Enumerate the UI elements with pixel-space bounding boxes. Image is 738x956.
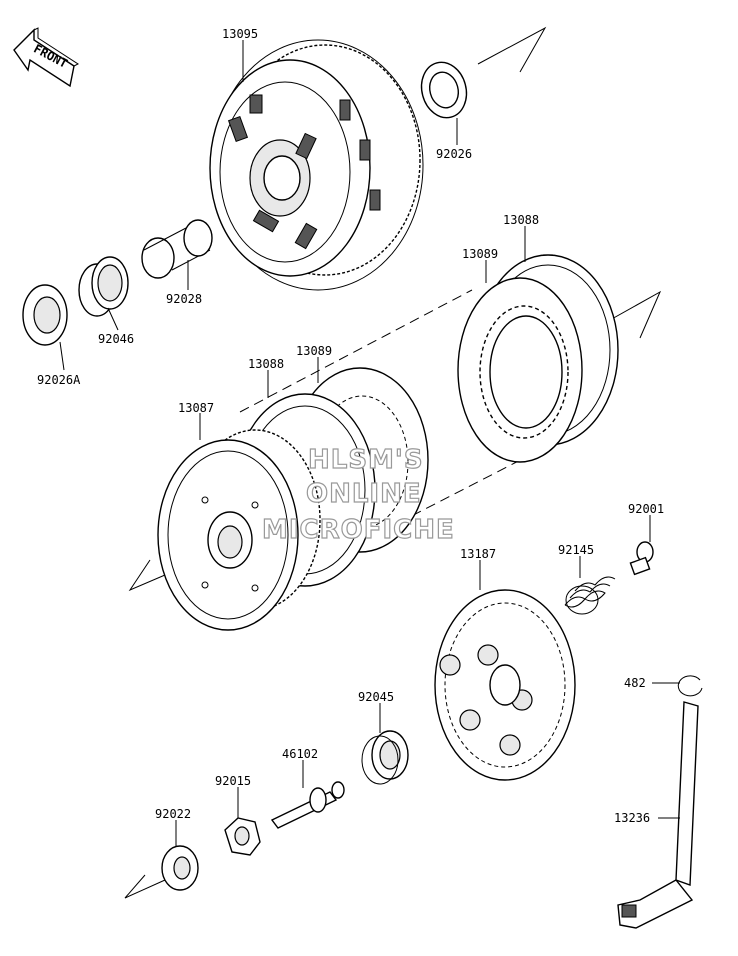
watermark: HLSM'S ONLINE MICROFICHE [261,444,455,545]
leader-lines [59,40,680,847]
part-label: 13187 [460,547,496,561]
push-rod-46102 [270,781,345,829]
part-label: 92022 [155,807,191,821]
part-label: 13088 [503,213,539,227]
bolt-92001 [629,541,654,576]
release-lever-13236 [617,701,699,929]
needle-bearing-92046 [78,256,129,317]
watermark-line: HLSM'S [308,445,424,475]
washer-92026 [420,61,468,119]
watermark-line: ONLINE [306,479,422,509]
part-label: 92026A [37,373,81,387]
pressure-plate-13187 [434,589,576,781]
part-label: 92015 [215,774,251,788]
watermark-line: MICROFICHE [262,515,455,545]
part-label: 13095 [222,27,258,41]
spring-92145 [564,576,616,615]
part-label: 92001 [628,502,664,516]
part-label: 13236 [614,811,650,825]
nut-92015 [224,817,261,856]
bearing-92045 [361,730,409,785]
washer-92026a [22,284,68,346]
part-label: 46102 [282,747,318,761]
part-label: 92045 [358,690,394,704]
part-label: 92028 [166,292,202,306]
part-label: 92046 [98,332,134,346]
part-label: 13089 [296,344,332,358]
steel-plate-13089-right [457,277,583,463]
clutch-housing-13095 [209,39,424,291]
circlip-482 [677,675,703,697]
part-label: 13089 [462,247,498,261]
front-arrow-icon: FRONT [13,27,80,88]
collar-92028 [141,219,213,279]
part-label: 92026 [436,147,472,161]
part-label: 482 [624,676,646,690]
part-label: 13087 [178,401,214,415]
washer-92022 [161,845,199,891]
clutch-hub-13087 [157,429,321,631]
part-label: 92145 [558,543,594,557]
part-label: 13088 [248,357,284,371]
